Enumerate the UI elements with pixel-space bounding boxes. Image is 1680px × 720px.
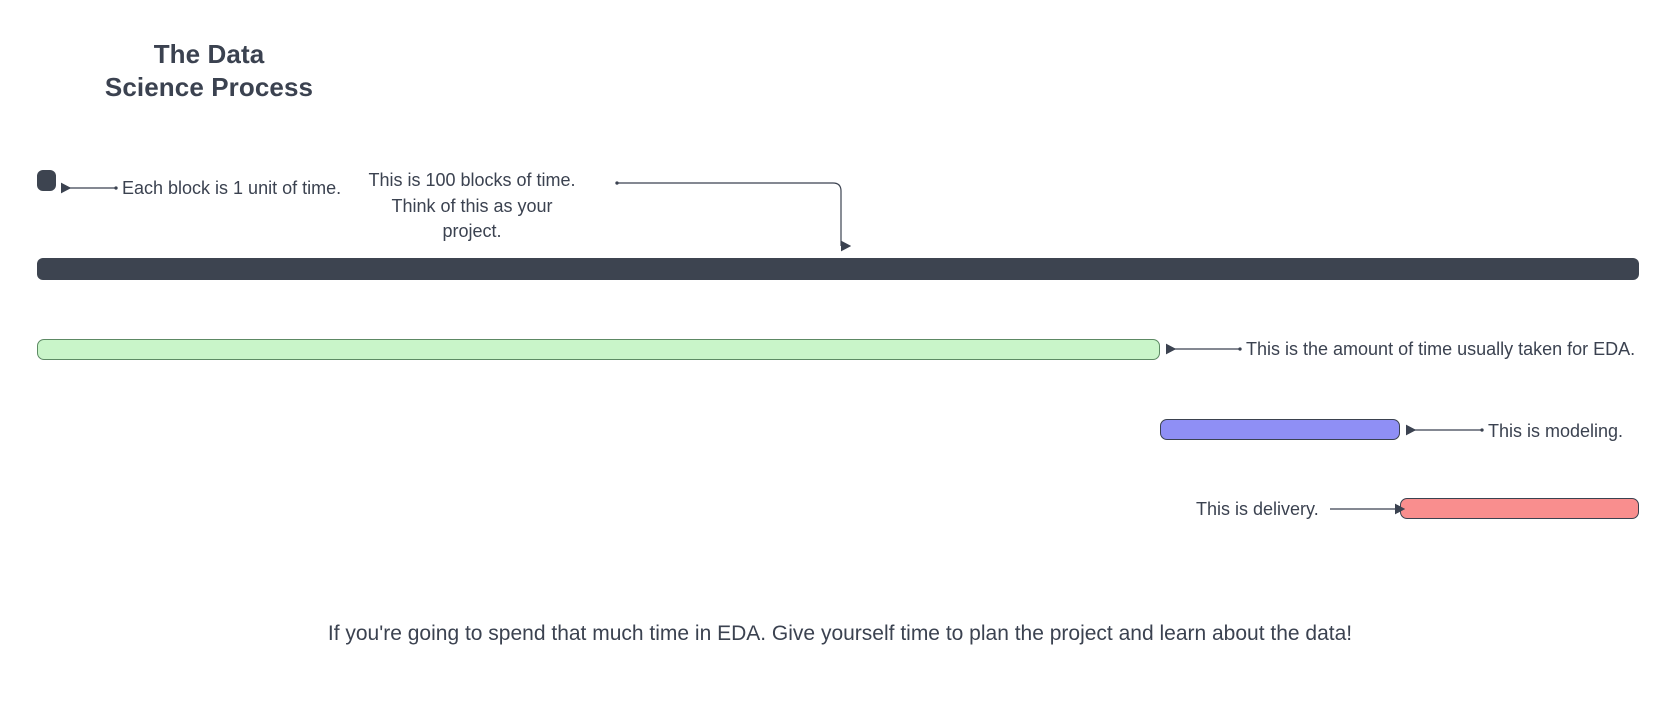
unit-block-bar <box>37 170 56 191</box>
modeling-annotation: This is modeling. <box>1488 421 1624 441</box>
project-connector <box>615 181 852 252</box>
delivery-bar <box>1400 498 1639 519</box>
project-note: This is 100 blocks of time. Think of thi… <box>368 170 576 242</box>
modeling-bar <box>1160 419 1400 440</box>
eda-bar <box>37 339 1160 360</box>
page-title: The Data Science Process <box>104 39 314 103</box>
delivery-annotation: This is delivery. <box>1196 499 1319 519</box>
unit-block-note: Each block is 1 unit of time. <box>122 178 342 198</box>
eda-annotation: This is the amount of time usually taken… <box>1246 339 1636 359</box>
summary-caption: If you're going to spend that much time … <box>327 622 1353 645</box>
project-bar <box>37 258 1639 280</box>
